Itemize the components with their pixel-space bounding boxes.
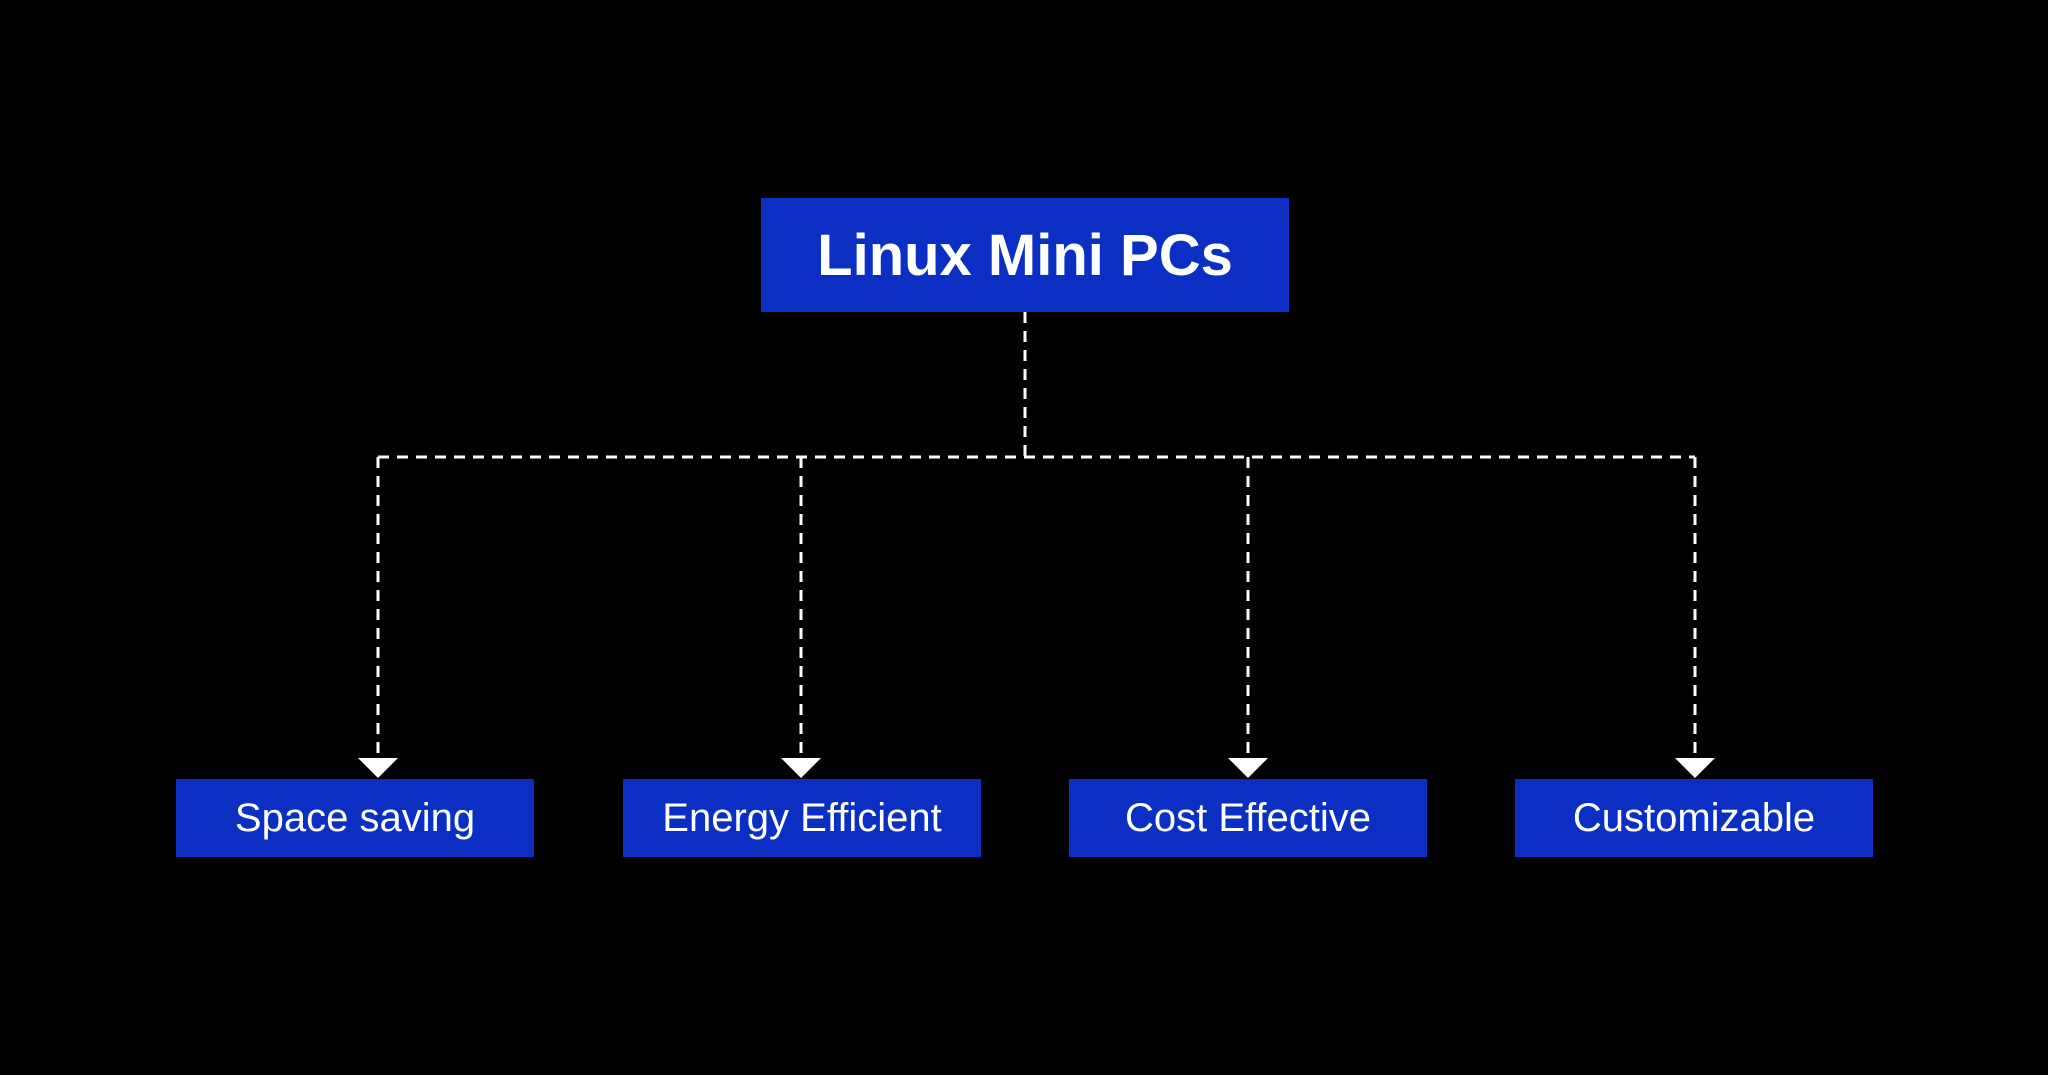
arrowhead-icon: [1675, 758, 1715, 778]
child-node-label: Energy Efficient: [662, 795, 942, 840]
child-node-space-saving: Space saving: [176, 779, 534, 857]
child-node-cost-effective: Cost Effective: [1069, 779, 1427, 857]
arrowhead-icon: [781, 758, 821, 778]
arrowhead-icon: [358, 758, 398, 778]
child-node-energy-efficient: Energy Efficient: [623, 779, 981, 857]
root-node-label: Linux Mini PCs: [817, 222, 1233, 288]
root-node-linux-mini-pcs: Linux Mini PCs: [761, 198, 1289, 312]
child-node-customizable: Customizable: [1515, 779, 1873, 857]
arrowhead-icon: [1228, 758, 1268, 778]
child-node-label: Customizable: [1572, 795, 1816, 840]
child-node-label: Space saving: [234, 795, 476, 840]
child-node-label: Cost Effective: [1124, 795, 1372, 840]
